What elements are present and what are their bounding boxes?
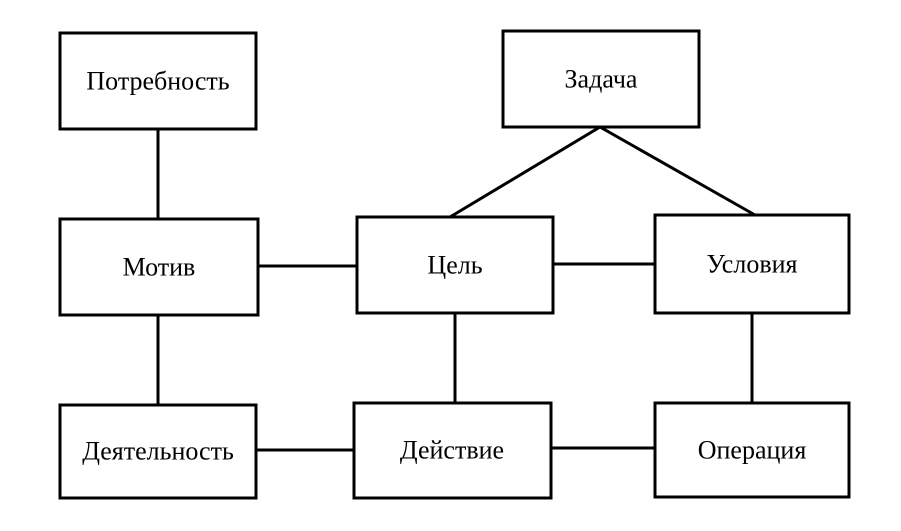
node-action: Действие	[352, 401, 553, 500]
node-operation: Операция	[653, 401, 851, 499]
node-conditions-label: Условия	[707, 250, 798, 279]
node-activity: Деятельность	[58, 403, 258, 500]
node-conditions-box	[653, 213, 851, 315]
node-need-box	[58, 31, 258, 131]
node-action-label: Действие	[400, 436, 504, 465]
node-goal-label: Цель	[427, 251, 482, 280]
edge-task-goal	[449, 125, 601, 219]
node-motive-box	[58, 217, 260, 317]
node-task-box	[501, 29, 701, 129]
node-need: Потребность	[58, 31, 258, 131]
node-activity-box	[58, 403, 258, 500]
node-need-label: Потребность	[86, 67, 229, 96]
node-motive-label: Мотив	[123, 253, 196, 282]
node-operation-label: Операция	[698, 436, 807, 465]
node-action-box	[352, 401, 553, 500]
edges	[156, 125, 756, 452]
node-operation-box	[653, 401, 851, 499]
node-goal: Цель	[355, 215, 555, 315]
node-motive: Мотив	[58, 217, 260, 317]
node-task: Задача	[501, 29, 701, 129]
node-task-label: Задача	[565, 65, 638, 94]
edge-task-conditions	[599, 125, 756, 217]
node-goal-box	[355, 215, 555, 315]
node-conditions: Условия	[653, 213, 851, 315]
node-activity-label: Деятельность	[82, 437, 234, 466]
